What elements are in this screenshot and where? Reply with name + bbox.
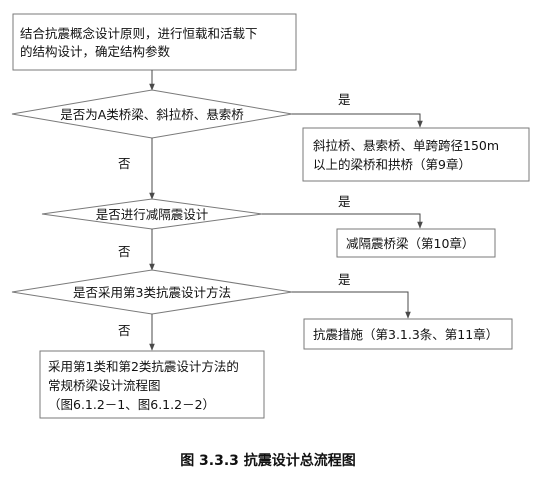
arrow-decision-3-yes <box>292 291 411 319</box>
decision-1-no-label: 否 <box>118 156 131 171</box>
end-text-line-3: （图6.1.2－1、图6.1.2－2） <box>48 397 215 412</box>
end-box <box>39 350 265 419</box>
result-2-text: 减隔震桥梁（第10章） <box>346 236 474 251</box>
decision-1-text: 是否为A类桥梁、斜拉桥、悬索桥 <box>60 107 244 122</box>
start-text-line-2: 的结构设计，确定结构参数 <box>20 44 171 59</box>
decision-2-text: 是否进行减隔震设计 <box>96 207 209 222</box>
decision-2-no-label: 否 <box>118 244 131 259</box>
start-text-line-1: 结合抗震概念设计原则，进行恒载和活载下 <box>20 26 258 41</box>
end-text-line-1: 采用第1类和第2类抗震设计方法的 <box>48 359 239 374</box>
result-3-text: 抗震措施（第3.1.3条、第11章） <box>313 327 498 342</box>
arrow-decision-1-yes <box>292 113 423 128</box>
decision-3-no-label: 否 <box>118 323 131 338</box>
decision-3-yes-label: 是 <box>338 272 351 287</box>
result-1-box <box>302 127 530 182</box>
end-text-line-2: 常规桥梁设计流程图 <box>48 378 161 393</box>
arrow-decision-2-yes <box>262 213 423 229</box>
result-3-box <box>303 318 513 350</box>
result-1-text-line-2: 以上的梁桥和拱桥（第9章） <box>313 157 471 172</box>
decision-3-text: 是否采用第3类抗震设计方法 <box>73 285 231 300</box>
start-box <box>12 13 297 71</box>
result-1-text-line-1: 斜拉桥、悬索桥、单跨跨径150m <box>313 138 499 153</box>
decision-1-yes-label: 是 <box>338 92 351 107</box>
result-2-box <box>336 228 496 258</box>
figure-caption: 图 3.3.3 抗震设计总流程图 <box>180 452 356 469</box>
decision-2-yes-label: 是 <box>338 194 351 209</box>
